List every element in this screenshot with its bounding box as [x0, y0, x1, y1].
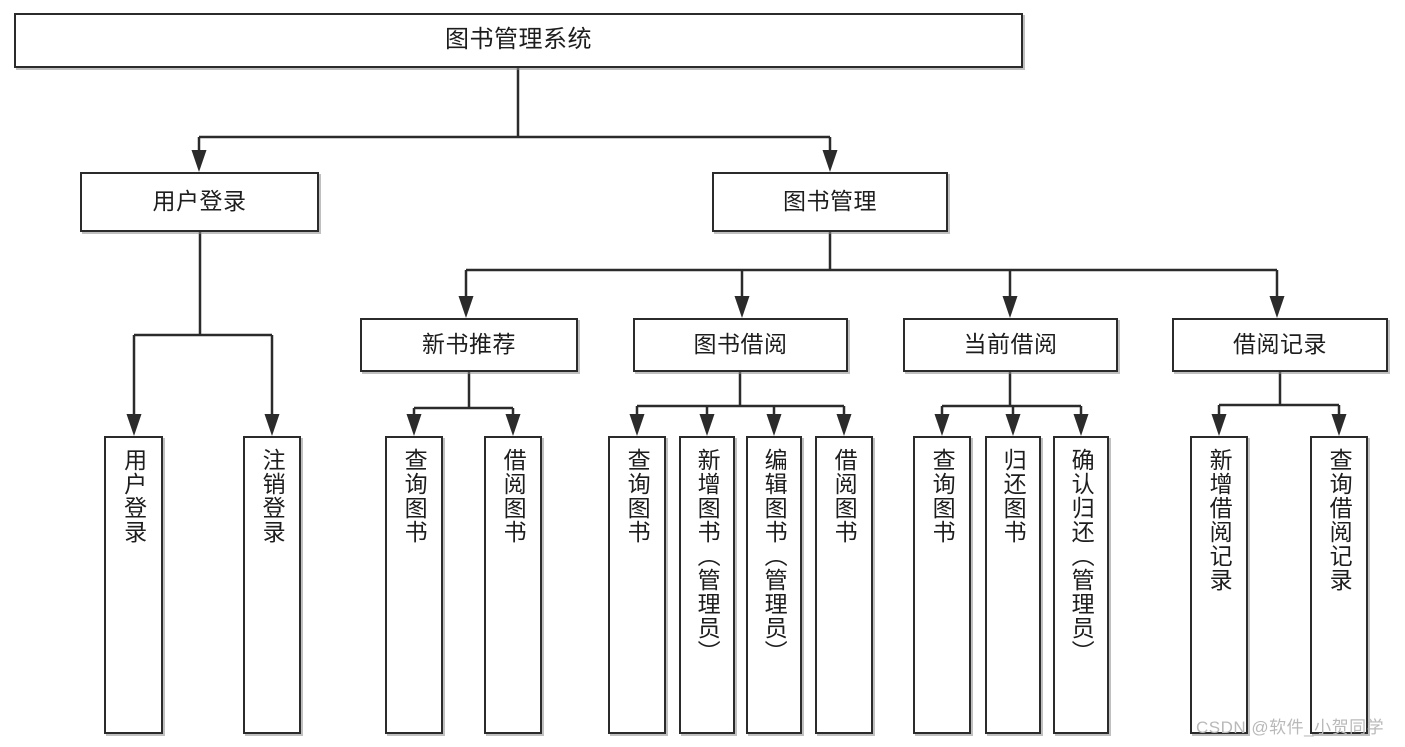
connector-mgmt-drop-4 — [1269, 270, 1285, 318]
node-leaf-login-1[interactable]: 用户登录 — [104, 436, 163, 734]
node-current[interactable]: 当前借阅 — [903, 318, 1118, 372]
node-label: 查询图书 — [929, 448, 956, 544]
node-leaf-borrow-2[interactable]: 新增图书（管理员） — [679, 436, 735, 734]
node-leaf-borrow-3[interactable]: 编辑图书（管理员） — [746, 436, 802, 734]
arrowhead-icon — [734, 296, 750, 318]
node-leaf-rec-1[interactable]: 新增借阅记录 — [1190, 436, 1248, 734]
arrowhead-icon — [766, 414, 782, 436]
arrowhead-icon — [264, 414, 280, 436]
node-label: 当前借阅 — [963, 331, 1058, 358]
arrowhead-icon — [1331, 414, 1347, 436]
arrowhead-icon — [458, 296, 474, 318]
arrowhead-icon — [934, 414, 950, 436]
csdn-watermark: CSDN @软件_小贺同学 — [1196, 718, 1385, 737]
node-label: 图书管理 — [783, 188, 877, 215]
node-label: 归还图书 — [1000, 448, 1027, 544]
connector-cur-drop-2 — [1005, 406, 1021, 436]
connector-borrow-drop-3 — [766, 406, 782, 436]
connector-login-drop-1 — [126, 335, 142, 436]
node-records[interactable]: 借阅记录 — [1172, 318, 1388, 372]
node-newbook[interactable]: 新书推荐 — [360, 318, 578, 372]
connector-mgmt-drop-2 — [734, 270, 750, 318]
node-leaf-cur-3[interactable]: 确认归还（管理员） — [1053, 436, 1109, 734]
node-label: 查询图书 — [401, 448, 428, 544]
connector-mgmt-drop-1 — [458, 270, 474, 318]
node-label: 新书推荐 — [422, 331, 516, 358]
node-label: 编辑图书（管理员） — [761, 448, 788, 664]
node-label: 用户登录 — [120, 448, 147, 544]
node-leaf-rec-2[interactable]: 查询借阅记录 — [1310, 436, 1368, 734]
arrowhead-icon — [505, 414, 521, 436]
arrowhead-icon — [1002, 296, 1018, 318]
node-label: 借阅图书 — [500, 448, 527, 544]
arrowhead-icon — [629, 414, 645, 436]
node-leaf-cur-1[interactable]: 查询图书 — [913, 436, 971, 734]
node-leaf-new-1[interactable]: 查询图书 — [385, 436, 443, 734]
node-label: 图书管理系统 — [445, 26, 592, 54]
arrowhead-icon — [191, 150, 207, 172]
node-label: 新增借阅记录 — [1206, 448, 1233, 592]
node-leaf-new-2[interactable]: 借阅图书 — [484, 436, 542, 734]
node-login[interactable]: 用户登录 — [80, 172, 319, 232]
connector-root-drop-1 — [191, 137, 207, 172]
connector-cur-drop-3 — [1073, 406, 1089, 436]
arrowhead-icon — [1005, 414, 1021, 436]
node-root[interactable]: 图书管理系统 — [14, 13, 1023, 68]
arrowhead-icon — [1269, 296, 1285, 318]
node-leaf-cur-2[interactable]: 归还图书 — [985, 436, 1041, 734]
connector-new-drop-1 — [406, 408, 422, 436]
arrowhead-icon — [126, 414, 142, 436]
node-label: 用户登录 — [152, 188, 247, 215]
node-label: 借阅记录 — [1233, 331, 1327, 358]
arrowhead-icon — [406, 414, 422, 436]
node-leaf-borrow-4[interactable]: 借阅图书 — [815, 436, 873, 734]
arrowhead-icon — [1073, 414, 1089, 436]
arrowhead-icon — [699, 414, 715, 436]
node-label: 图书借阅 — [693, 331, 788, 358]
connector-borrow-drop-4 — [836, 406, 852, 436]
connector-rec-drop-2 — [1331, 405, 1347, 436]
node-leaf-borrow-1[interactable]: 查询图书 — [608, 436, 666, 734]
arrowhead-icon — [836, 414, 852, 436]
node-label: 注销登录 — [259, 448, 286, 544]
arrowhead-icon — [1211, 414, 1227, 436]
connector-new-drop-2 — [505, 408, 521, 436]
node-bookmgmt[interactable]: 图书管理 — [712, 172, 948, 232]
connector-mgmt-drop-3 — [1002, 270, 1018, 318]
node-leaf-login-2[interactable]: 注销登录 — [243, 436, 301, 734]
node-label: 确认归还（管理员） — [1068, 448, 1095, 664]
node-label: 新增图书（管理员） — [694, 448, 721, 664]
connector-cur-drop-1 — [934, 406, 950, 436]
node-label: 查询借阅记录 — [1326, 448, 1353, 592]
connector-root-drop-2 — [822, 137, 838, 172]
connector-borrow-drop-2 — [699, 406, 715, 436]
connector-borrow-drop-1 — [629, 406, 645, 436]
node-label: 借阅图书 — [831, 448, 858, 544]
node-label: 查询图书 — [624, 448, 651, 544]
node-borrow[interactable]: 图书借阅 — [633, 318, 848, 372]
connector-login-drop-2 — [264, 335, 280, 436]
arrowhead-icon — [822, 150, 838, 172]
connector-rec-drop-1 — [1211, 405, 1227, 436]
